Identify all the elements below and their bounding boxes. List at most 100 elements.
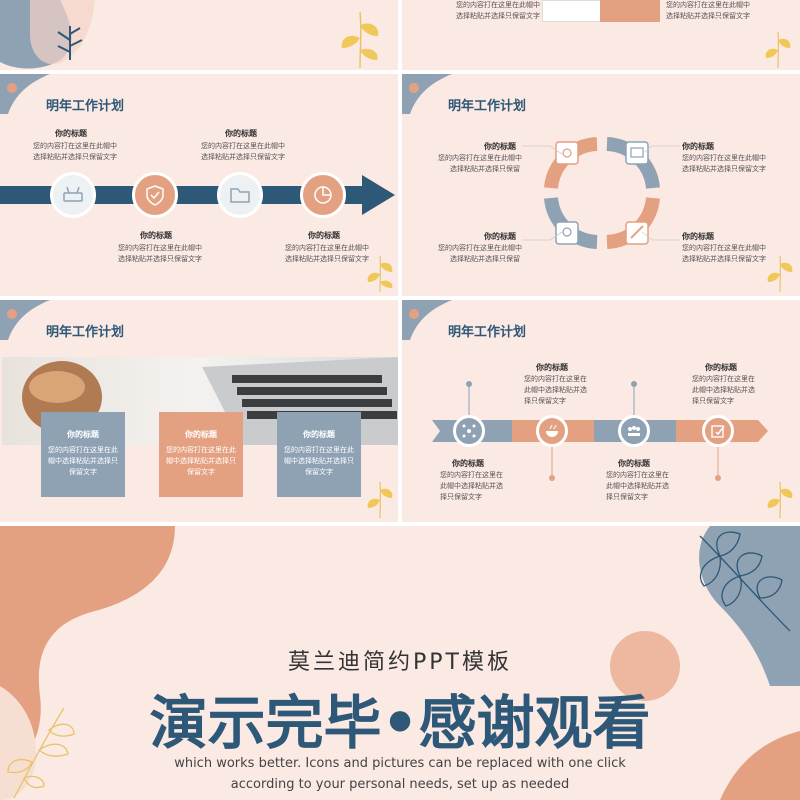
item-text: 选择粘贴并选择只保留文字 [285,255,369,263]
headline-part-b: 感谢观看 [418,689,651,757]
top-peach-box [600,0,660,22]
top-strip-text-2: 选择粘贴并选择只保留文字 [456,12,540,20]
item-text: 您的内容打在这里在 [606,471,669,479]
item-text: 此帽中选择粘贴并选 [692,386,755,394]
top-strip-text-3: 您的内容打在这里在此帽中 [666,1,750,9]
leaf-decoration-icon [767,481,793,519]
ending-desc-line-1: which works better. Icons and pictures c… [174,756,626,771]
item-text: 择只保留文字 [692,397,734,405]
slide-title: 明年工作计划 [46,325,125,340]
item-text: 选择粘贴并选择只保留文字 [118,255,202,263]
folder-icon [230,188,250,203]
ribbon-node-3 [618,415,650,447]
item-heading: 你的标题 [452,459,484,468]
item-heading: 你的标题 [682,142,714,151]
item-heading: 你的标题 [536,363,568,372]
edit-box-icon [711,425,725,438]
item-text: 此帽中选择粘贴并选 [606,482,669,490]
leaf-decoration-icon [341,11,379,69]
item-text: 选择粘贴并选择只保留 [450,165,520,173]
item-heading: 你的标题 [484,142,516,151]
item-text: 择只保留文字 [524,397,566,405]
slide-ribbon-timeline: 明年工作计划 你的标题 您的内容打在这里在 此帽中选择粘贴并选 择只保留文字 你… [402,300,800,522]
ribbon-node-1 [453,415,485,447]
timeline-node-3 [217,172,263,218]
leaf-decoration-icon [765,31,791,69]
camera-icon [562,148,572,158]
pill-icon [630,225,644,239]
leaf-decoration-icon [367,255,393,293]
molecule-icon [462,424,476,438]
item-heading: 你的标题 [140,231,172,240]
timeline-node-4 [300,172,346,218]
item-heading: 你的标题 [484,232,516,241]
item-text: 您的内容打在这里在此帽中 [285,244,369,252]
router-icon [63,186,83,202]
connector-lines [522,145,680,241]
monitor-icon [630,147,644,158]
cycle-diagram [544,137,660,249]
slide-title: 明年工作计划 [46,99,125,114]
ribbon-node-4 [702,415,734,447]
headline-dot: • [381,689,419,757]
slide-timeline-arrow: 明年工作计划 你的标题 您的内容打在这里在此帽中 选择粘贴并选择只保留文字 你的… [0,74,398,296]
headline-part-a: 演示完毕 [149,689,382,757]
ending-subtitle: 莫兰迪简约PPT模板 [288,650,512,675]
card-3: 你的标题 您的内容打在这里在此帽中选择粘贴并选择只保留文字 [277,412,361,497]
ribbon-node-2 [536,415,568,447]
yellow-leaf-outline-icon [7,707,75,799]
item-text: 此帽中选择粘贴并选 [440,482,503,490]
item-text: 您的内容打在这里在 [524,375,587,383]
item-text: 您的内容打在这里在 [440,471,503,479]
slide-title: 明年工作计划 [448,99,527,114]
item-text: 择只保留文字 [606,493,648,501]
card-2: 你的标题 您的内容打在这里在此帽中选择粘贴并选择只保留文字 [159,412,243,497]
top-icon-box [542,0,602,22]
item-text: 您的内容打在这里在此帽中 [201,142,285,150]
item-heading: 你的标题 [308,231,340,240]
top-strip-right: 您的内容打在这里在此帽中 选择粘贴并选择只保留文字 您的内容打在这里在此帽中 选… [402,0,800,70]
item-text: 此帽中选择粘贴并选 [524,386,587,394]
bulb-icon [562,227,572,237]
slide-cycle: 明年工作计划 你的标题 您的内容打在这里在此帽中 选择粘贴并选择只保留 你的标题… [402,74,800,296]
top-strip-text-4: 选择粘贴并选择只保留文字 [666,12,750,20]
card-1: 你的标题 您的内容打在这里在此帽中选择粘贴并选择只保留文字 [41,412,125,497]
card-text: 您的内容打在这里在此帽中选择粘贴并选择只保留文字 [166,446,236,476]
item-text: 您的内容打在这里在此帽中 [438,154,522,162]
item-text: 您的内容打在这里在此帽中 [33,142,117,150]
ending-desc-line-2: according to your personal needs, set up… [230,777,570,792]
card-heading: 你的标题 [67,430,99,439]
slide-title: 明年工作计划 [448,325,527,340]
item-text: 择只保留文字 [440,493,482,501]
leaf-decoration-icon [367,481,393,519]
card-heading: 你的标题 [185,430,217,439]
timeline-node-2 [132,172,178,218]
leaf-decoration-icon [767,255,793,293]
corner-decoration [402,74,452,114]
item-text: 您的内容打在这里在此帽中 [682,154,766,162]
item-heading: 你的标题 [55,129,87,138]
item-text: 选择粘贴并选择只保留文字 [682,165,766,173]
item-text: 您的内容打在这里在 [692,375,755,383]
pie-chart-icon [314,186,332,204]
card-text: 您的内容打在这里在此帽中选择粘贴并选择只保留文字 [284,446,354,476]
slide-ending: 莫兰迪简约PPT模板 演示完毕•感谢观看 which works better.… [0,526,800,800]
card-text: 您的内容打在这里在此帽中选择粘贴并选择只保留文字 [48,446,118,476]
corner-decoration [0,74,50,114]
item-heading: 你的标题 [705,363,737,372]
navy-leaf-outline-icon [699,531,791,632]
top-strip-text-1: 您的内容打在这里在此帽中 [456,1,540,9]
leaf-navy-icon [57,26,83,60]
bowl-icon [546,424,558,437]
item-heading: 你的标题 [618,459,650,468]
item-heading: 你的标题 [682,232,714,241]
team-icon [628,426,640,436]
item-text: 选择粘贴并选择只保留 [450,255,520,263]
top-strip-left [0,0,398,70]
timeline-node-1 [50,172,96,218]
item-text: 选择粘贴并选择只保留文字 [33,153,117,161]
shield-check-icon [146,185,164,206]
corner-decoration [0,300,50,340]
item-text: 您的内容打在这里在此帽中 [438,244,522,252]
slide-photo-cards: 明年工作计划 你的标题 您的内容打在这里在此帽中选择粘贴并选择只保留文字 你的标… [0,300,398,522]
